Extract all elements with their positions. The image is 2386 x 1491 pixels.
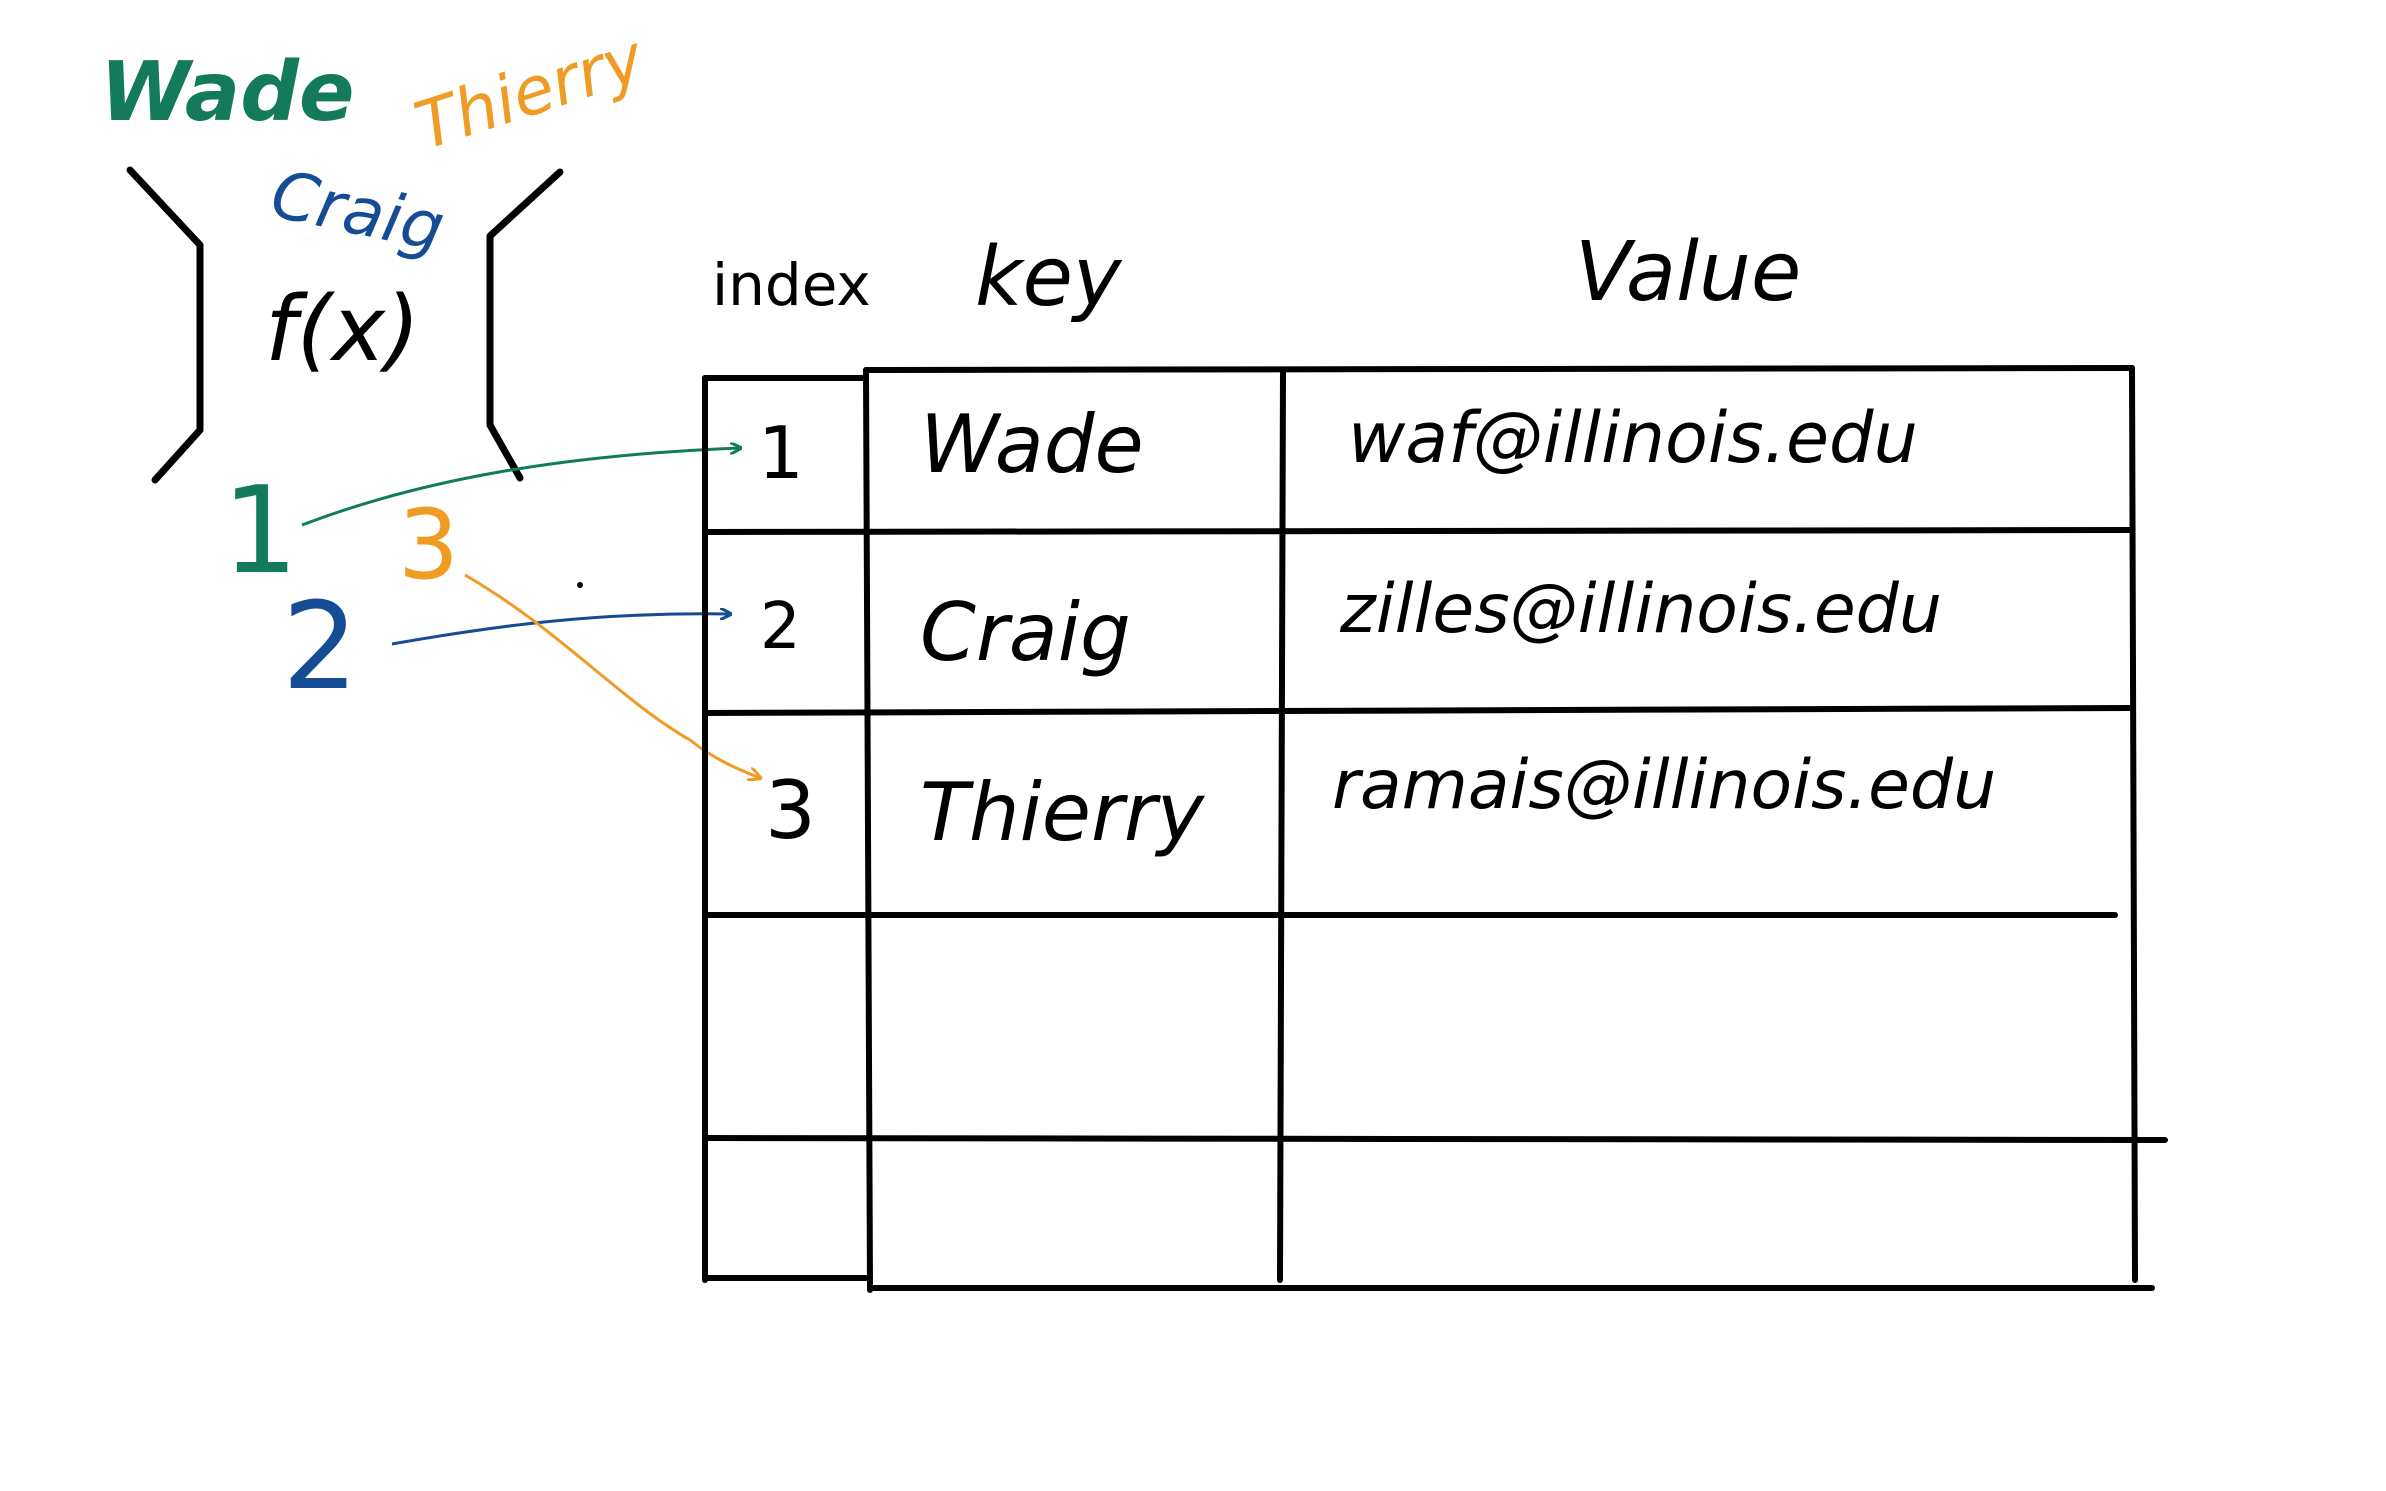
arrow-2-to-row-2 xyxy=(391,614,730,646)
stray-dot xyxy=(577,582,583,588)
header-key: key xyxy=(975,230,1123,325)
table-row: 1 Wade waf@illinois.edu xyxy=(758,397,1918,495)
row-index: 1 xyxy=(758,411,804,495)
hash-function-label: f(x) xyxy=(265,277,420,382)
input-craig: Craig xyxy=(265,155,451,266)
arrow-1-to-row-1 xyxy=(301,448,740,527)
table-row: 3 Thierry ramais@illinois.edu xyxy=(765,746,1996,859)
hash-output-1: 1 xyxy=(222,462,298,601)
hash-output-2: 2 xyxy=(282,578,358,717)
row-index: 2 xyxy=(760,590,801,664)
header-value: Value xyxy=(1575,225,1801,320)
row-key: Craig xyxy=(920,586,1131,679)
hash-output-3: 3 xyxy=(398,489,459,601)
input-thierry: Thierry xyxy=(406,19,654,165)
row-key: Thierry xyxy=(920,766,1206,859)
row-index: 3 xyxy=(765,764,816,857)
row-value: ramais@illinois.edu xyxy=(1332,746,1996,825)
row-key: Wade xyxy=(920,398,1144,491)
header-index: index xyxy=(712,251,871,319)
arrow-3-to-row-3 xyxy=(464,573,760,778)
hash-function-funnel xyxy=(126,166,564,484)
table-row: 2 Craig zilles@illinois.edu xyxy=(760,570,1942,679)
table-grid xyxy=(702,365,2168,1293)
row-value: zilles@illinois.edu xyxy=(1339,570,1942,649)
row-value: waf@illinois.edu xyxy=(1348,397,1918,479)
input-wade: Wade xyxy=(100,45,355,140)
